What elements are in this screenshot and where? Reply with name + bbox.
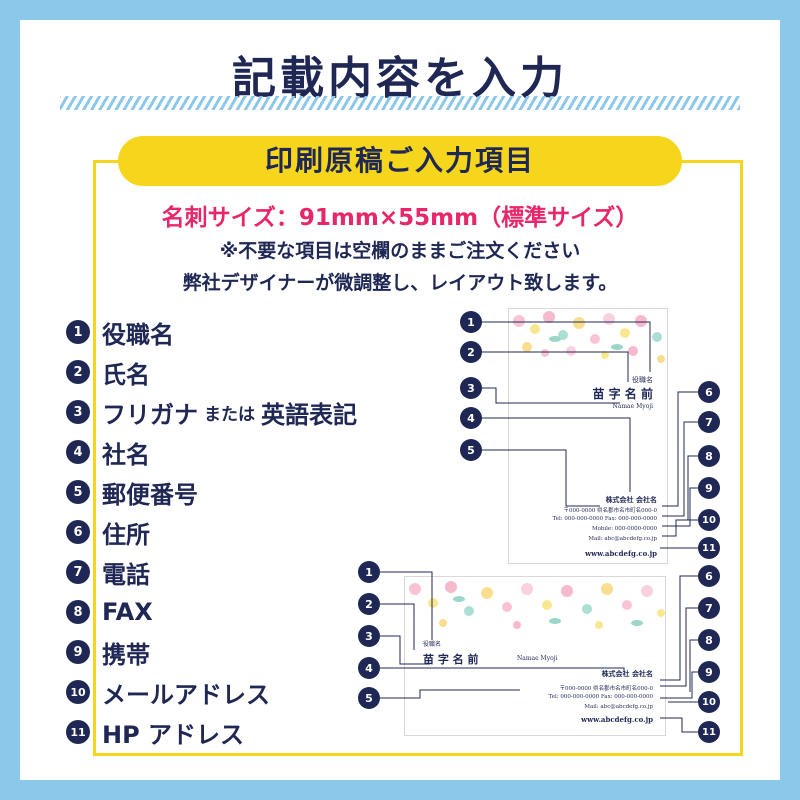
item-label: 社名 (102, 440, 150, 469)
card-address-text: 〒000-0000 県名郡市名市町名000-0 (559, 686, 653, 692)
callout-badge: 6 (698, 381, 720, 403)
callout-badge: 4 (460, 407, 482, 429)
number-badge: 5 (66, 480, 90, 504)
list-item: 11 HP アドレス (66, 712, 357, 752)
callout-badge: 5 (460, 439, 482, 461)
list-item: 10 メールアドレス (66, 672, 357, 712)
number-badge: 6 (66, 520, 90, 544)
card-telfax-text: Tel: 000-000-0000 Fax: 000-000-0000 (552, 516, 657, 522)
callout-badge: 11 (698, 537, 720, 559)
item-label: 郵便番号 (102, 480, 198, 509)
callout-badge: 7 (698, 597, 720, 619)
item-label: HP アドレス (102, 720, 245, 749)
card-mail-text: Mail: abc@abcdefg.co.jp (588, 536, 657, 542)
callout-badge: 5 (358, 687, 380, 709)
number-badge: 8 (66, 600, 90, 624)
callout-badge: 7 (698, 411, 720, 433)
card-url-text: www.abcdefg.co.jp (581, 715, 653, 724)
callout-badge: 9 (698, 661, 720, 683)
card-address-text: 〒000-0000 県名郡市名市町名000-0 (563, 508, 657, 514)
callout-badge: 2 (358, 593, 380, 615)
callout-badge: 1 (460, 311, 482, 333)
card-position-text: 役職名 (632, 376, 653, 384)
number-badge: 3 (66, 400, 90, 424)
card-size-text: 名刺サイズ：91mm×55mm（標準サイズ） (161, 205, 639, 231)
card-mobile-text: Mobile: 000-0000-0000 (591, 526, 657, 532)
callout-badge: 8 (698, 629, 720, 651)
list-item: 9 携帯 (66, 632, 357, 672)
horizontal-card-sample: 役職名 苗 字 名 前 Namae Myoji 株式会社 会社名 〒000-00… (404, 576, 666, 736)
list-item: 1 役職名 (66, 312, 357, 352)
number-badge: 1 (66, 320, 90, 344)
page-title: 記載内容を入力 (232, 53, 568, 104)
number-badge: 4 (66, 440, 90, 464)
callout-badge: 10 (698, 509, 720, 531)
item-label: 携帯 (102, 640, 150, 669)
item-label: 電話 (102, 560, 150, 589)
card-reading-text: Namae Myoji (517, 655, 558, 662)
callout-badge: 6 (698, 565, 720, 587)
item-label: FAX (102, 598, 153, 626)
callout-badge: 2 (460, 341, 482, 363)
callout-badge: 4 (358, 657, 380, 679)
list-item: 7 電話 (66, 552, 357, 592)
item-label: フリガナ (102, 400, 198, 429)
callout-badge: 3 (358, 625, 380, 647)
note-designer-adjust: 弊社デザイナーが微調整し、レイアウト致します。 (182, 272, 618, 294)
watercolor-dots-decoration (513, 311, 665, 363)
callout-badge: 3 (460, 377, 482, 399)
title-stripe-decoration (60, 96, 740, 110)
list-item: 3 フリガナまたは英語表記 (66, 392, 357, 432)
callout-badge: 1 (358, 561, 380, 583)
callout-badge: 11 (698, 721, 720, 743)
callout-badge: 8 (698, 445, 720, 467)
item-label: 住所 (102, 520, 150, 549)
vertical-card-sample: 役職名 苗 字 名 前 Namae Myoji 株式会社 会社名 〒000-00… (508, 308, 668, 564)
card-mail-text: Mail: abc@abcdefg.co.jp (584, 704, 653, 710)
number-badge: 10 (66, 680, 90, 704)
list-item: 2 氏名 (66, 352, 357, 392)
card-telfax-text: Tel: 000-000-0000 Fax: 000-000-0000 (548, 694, 653, 700)
item-label-alt: 英語表記 (261, 400, 357, 429)
section-title: 印刷原稿ご入力項目 (118, 136, 682, 186)
number-badge: 11 (66, 720, 90, 744)
card-company-text: 株式会社 会社名 (601, 669, 653, 678)
card-name-text: 苗 字 名 前 (423, 653, 479, 666)
card-position-text: 役職名 (423, 641, 442, 648)
item-label: メールアドレス (102, 680, 270, 709)
list-item: 5 郵便番号 (66, 472, 357, 512)
watercolor-dots-decoration (409, 581, 665, 629)
number-badge: 7 (66, 560, 90, 584)
callout-badge: 10 (698, 691, 720, 713)
list-item: 4 社名 (66, 432, 357, 472)
list-item: 8 FAX (66, 592, 357, 632)
list-item: 6 住所 (66, 512, 357, 552)
number-badge: 9 (66, 640, 90, 664)
card-url-text: www.abcdefg.co.jp (585, 549, 657, 558)
item-label: 役職名 (102, 320, 174, 349)
item-label: 氏名 (102, 360, 150, 389)
number-badge: 2 (66, 360, 90, 384)
card-reading-text: Namae Myoji (612, 403, 653, 410)
card-company-text: 株式会社 会社名 (605, 495, 657, 504)
card-name-text: 苗 字 名 前 (592, 387, 653, 401)
item-label-or: または (204, 404, 255, 425)
note-blank-fields: ※不要な項目は空欄のままご注文ください (219, 240, 581, 262)
callout-badge: 9 (698, 477, 720, 499)
